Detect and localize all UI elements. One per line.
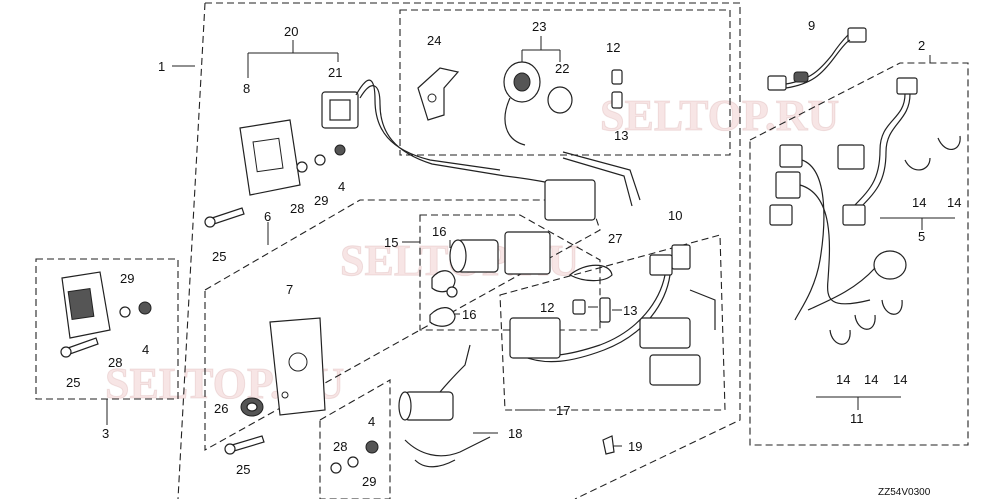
label-part-4-bottom: 4 xyxy=(368,414,375,429)
plate-8-part xyxy=(239,119,301,196)
label-part-29-bottom: 29 xyxy=(362,474,376,489)
bracket-24-part xyxy=(417,67,460,121)
fastener-parts-top xyxy=(204,144,346,228)
label-part-28-top: 28 xyxy=(290,201,304,216)
label-part-20: 20 xyxy=(284,24,298,39)
label-part-15: 15 xyxy=(384,235,398,250)
label-part-25-left: 25 xyxy=(66,375,80,390)
label-part-16-top: 16 xyxy=(432,224,446,239)
label-part-4-left: 4 xyxy=(142,342,149,357)
label-part-14-c: 14 xyxy=(836,372,850,387)
label-part-4-top: 4 xyxy=(338,179,345,194)
label-part-14-a: 14 xyxy=(912,195,926,210)
label-part-11: 11 xyxy=(850,411,864,426)
plate-7-part xyxy=(240,317,326,417)
label-part-13-top: 13 xyxy=(614,128,628,143)
lead-wires-part xyxy=(544,151,641,221)
buzzer-23-part xyxy=(503,61,573,146)
label-part-2: 2 xyxy=(918,38,925,53)
label-part-12-middle: 12 xyxy=(540,300,554,315)
wire-18-part xyxy=(404,436,491,468)
label-part-14-b: 14 xyxy=(947,195,961,210)
switch-assembly-3-part xyxy=(60,271,152,358)
label-part-28-bottom: 28 xyxy=(333,439,347,454)
label-part-14-d: 14 xyxy=(864,372,878,387)
group-box-23-24 xyxy=(399,9,731,156)
diagram-code: ZZ54V0300 xyxy=(878,487,931,498)
clamp-27-part xyxy=(568,264,613,282)
label-part-25-bottom: 25 xyxy=(236,462,250,477)
label-part-19: 19 xyxy=(628,439,642,454)
clip-19-part xyxy=(602,435,615,455)
label-part-9: 9 xyxy=(808,18,815,33)
label-part-29-left: 29 xyxy=(120,271,134,286)
main-harness-part xyxy=(769,77,918,321)
switch-21-part xyxy=(321,79,581,191)
label-part-29-top: 29 xyxy=(314,193,328,208)
label-part-22: 22 xyxy=(555,61,569,76)
label-part-28-left: 28 xyxy=(108,355,122,370)
harness-extension-part xyxy=(767,27,867,91)
label-part-21: 21 xyxy=(328,65,342,80)
label-part-5: 5 xyxy=(918,229,925,244)
label-part-13-middle: 13 xyxy=(623,303,637,318)
label-part-23: 23 xyxy=(532,19,546,34)
label-part-27: 27 xyxy=(608,231,622,246)
label-part-10: 10 xyxy=(668,208,682,223)
pin-parts-top xyxy=(611,69,623,109)
group-box-15 xyxy=(419,214,601,331)
leader-lines xyxy=(106,36,955,447)
label-part-1: 1 xyxy=(158,59,165,74)
label-part-16-bottom: 16 xyxy=(462,307,476,322)
label-part-17: 17 xyxy=(556,403,570,418)
pin-parts-middle xyxy=(572,297,611,323)
label-part-3: 3 xyxy=(102,426,109,441)
label-part-12-top: 12 xyxy=(606,40,620,55)
group-box-10 xyxy=(499,234,726,411)
group-box-1-main xyxy=(177,2,741,499)
group-box-6 xyxy=(204,199,601,451)
fastener-parts-bottom xyxy=(330,440,379,474)
solenoid-15-part xyxy=(429,231,551,327)
label-part-18: 18 xyxy=(508,426,522,441)
label-part-8: 8 xyxy=(243,81,250,96)
starter-solenoid-17-part xyxy=(398,344,471,421)
bolt-25-lower-part xyxy=(224,435,265,455)
cable-clip-parts xyxy=(829,135,961,345)
label-part-24: 24 xyxy=(427,33,441,48)
label-part-26: 26 xyxy=(214,401,228,416)
label-part-14-e: 14 xyxy=(893,372,907,387)
watermark-top-right: SELTOP.RU xyxy=(600,91,839,140)
label-part-6: 6 xyxy=(264,209,271,224)
sub-harness-10-part xyxy=(509,244,716,386)
label-part-25-top: 25 xyxy=(212,249,226,264)
part-number-labels: 1 2 3 4 4 4 5 6 7 8 9 10 11 12 12 13 13 … xyxy=(66,18,961,489)
label-part-7: 7 xyxy=(286,282,293,297)
